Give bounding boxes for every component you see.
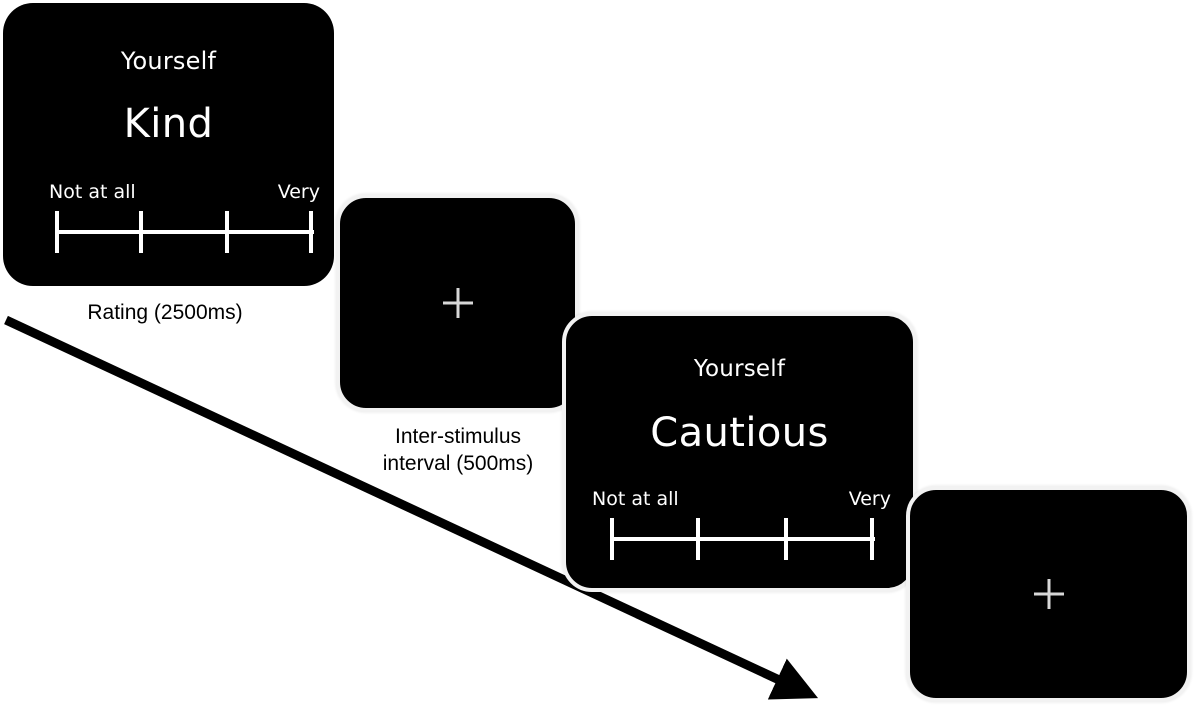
scale-axis-line-2 — [610, 537, 875, 541]
scale-tick-3[interactable] — [225, 211, 230, 253]
fixation-cross-vertical — [456, 288, 459, 318]
caption-isi-duration: Inter-stimulus interval (500ms) — [382, 425, 534, 475]
trait-word-cautious: Cautious — [650, 410, 829, 456]
trait-word-kind: Kind — [123, 101, 214, 147]
scale-tick-4b[interactable] — [870, 518, 875, 560]
scale-tick-3b[interactable] — [784, 518, 789, 560]
scale-tick-1[interactable] — [55, 211, 59, 253]
fixation-cross-icon-2 — [1033, 579, 1064, 609]
scale-tick-2b[interactable] — [696, 518, 701, 560]
rating-scale[interactable]: Not at all Very — [49, 181, 320, 253]
rating-screen-kind[interactable]: Yourself Kind Not at all Very — [3, 3, 334, 286]
scale-anchor-labels-2: Not at all Very — [592, 488, 891, 510]
target-label-yourself-2: Yourself — [693, 356, 786, 382]
scale-anchor-right-2: Very — [848, 488, 891, 510]
scale-tick-2[interactable] — [139, 211, 144, 253]
scale-bar[interactable] — [55, 211, 314, 253]
rating-screen-cautious[interactable]: Yourself Cautious Not at all Very — [562, 312, 917, 592]
scale-tick-4[interactable] — [309, 211, 314, 253]
rating-scale-2[interactable]: Not at all Very — [592, 488, 891, 560]
caption-rating-duration: Rating (2500ms) — [87, 301, 243, 324]
scale-bar-2[interactable] — [610, 518, 875, 560]
scale-anchor-left-2: Not at all — [592, 488, 679, 510]
scale-anchor-labels: Not at all Very — [49, 181, 320, 203]
scale-axis-line — [55, 230, 314, 234]
scale-tick-1b[interactable] — [610, 518, 614, 560]
fixation-screen-2[interactable] — [906, 486, 1191, 702]
fixation-cross-vertical-2 — [1047, 579, 1050, 609]
fixation-cross-icon — [442, 288, 473, 318]
fixation-screen-1[interactable] — [336, 194, 579, 412]
target-label-yourself: Yourself — [120, 47, 217, 75]
scale-anchor-right: Very — [277, 181, 320, 203]
scale-anchor-left: Not at all — [49, 181, 136, 203]
